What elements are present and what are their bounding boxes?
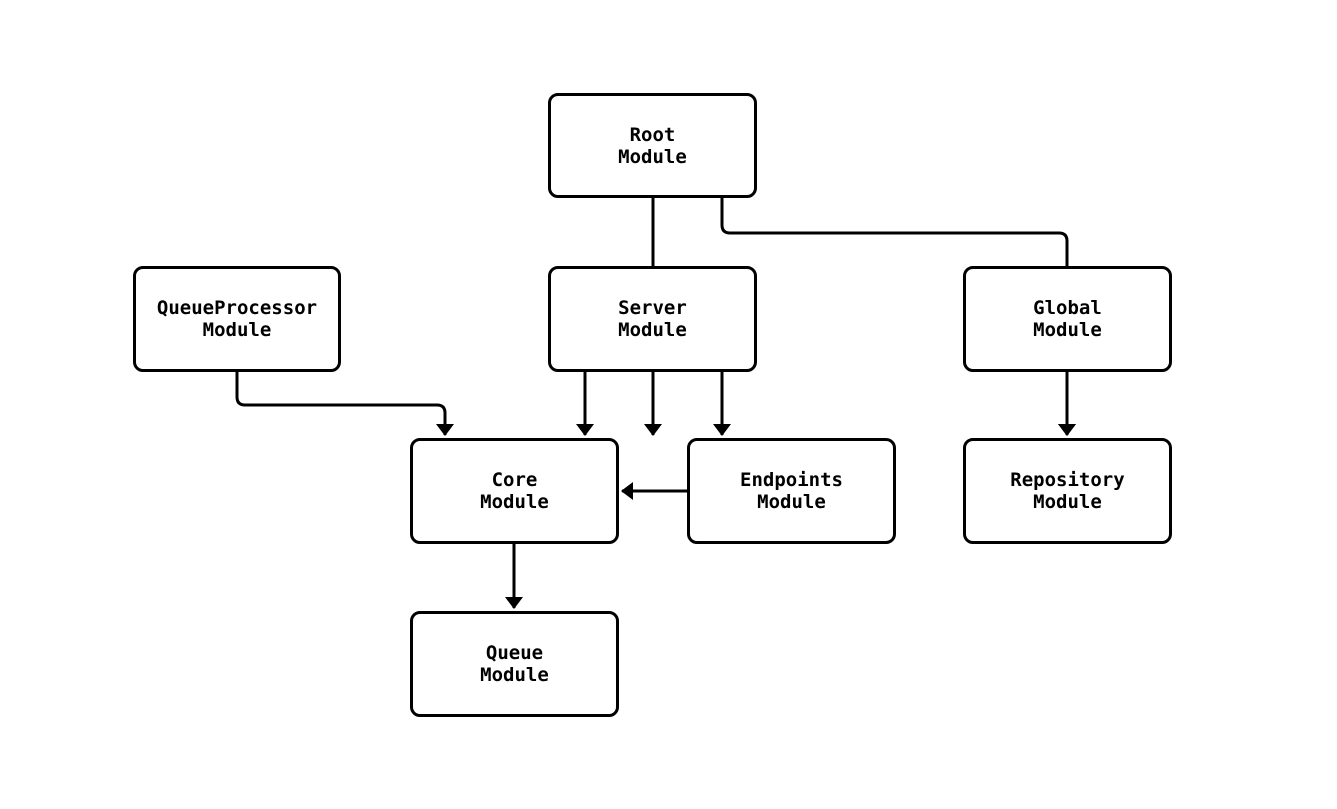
node-global-module-label: Global Module [1033, 297, 1102, 341]
node-core-module-label: Core Module [480, 469, 549, 513]
edge-queueprocessor-to-core [235, 372, 454, 436]
node-root-module-label: Root Module [618, 123, 687, 168]
node-queueprocessor-module: QueueProcessor Module [133, 266, 341, 372]
node-queue-module: Queue Module [410, 611, 619, 717]
node-server-module: Server Module [548, 266, 757, 372]
node-global-module: Global Module [963, 266, 1172, 372]
node-repository-module-label: Repository Module [1010, 469, 1125, 513]
edge-root-to-global [720, 198, 1076, 436]
node-endpoints-module-label: Endpoints Module [740, 469, 843, 513]
node-queue-module-label: Queue Module [480, 642, 549, 686]
node-repository-module: Repository Module [963, 438, 1172, 544]
node-core-module: Core Module [410, 438, 619, 544]
node-root-module: Root Module [548, 93, 757, 198]
node-queueprocessor-module-label: QueueProcessor Module [156, 297, 318, 341]
node-server-module-label: Server Module [618, 297, 687, 341]
node-endpoints-module: Endpoints Module [687, 438, 896, 544]
